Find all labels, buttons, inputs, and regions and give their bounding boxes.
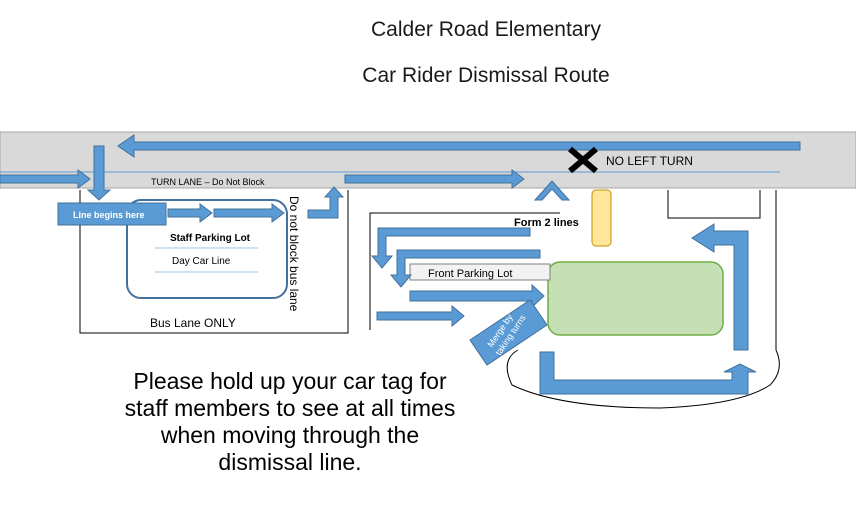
notice-line-4: dismissal line. xyxy=(218,449,362,475)
notice-line-2: staff members to see at all times xyxy=(124,395,456,421)
lane-arrow-1 xyxy=(370,227,531,269)
front-parking-box xyxy=(409,263,551,281)
merge-box xyxy=(469,299,548,366)
turn-lane-label: TURN LANE – Do Not Block xyxy=(151,177,265,187)
exit-up-arrow xyxy=(691,223,749,351)
bus-lane-boundary xyxy=(79,190,349,334)
notice-line-1: Please hold up your car tag for xyxy=(133,368,447,394)
loop-arrow xyxy=(539,351,757,395)
staff-lot-arrow-2 xyxy=(213,203,285,223)
bus-lane-label: Bus Lane ONLY xyxy=(150,316,236,330)
entrance-chevron xyxy=(533,180,571,201)
green-area xyxy=(547,261,724,336)
loop-boundary xyxy=(506,349,780,409)
no-left-turn-x-2 xyxy=(568,146,598,174)
staff-lot-arrow-1 xyxy=(167,203,213,223)
staff-parking-label: Staff Parking Lot xyxy=(170,233,251,244)
line-begins-label: Line begins here xyxy=(73,210,145,220)
form-two-lines-label: Form 2 lines xyxy=(514,217,579,229)
westbound-arrow xyxy=(117,134,801,158)
car-tag-notice: Please hold up your car tag for staff me… xyxy=(100,368,480,476)
line-begins-badge xyxy=(57,202,167,226)
school-name: Calder Road Elementary xyxy=(371,18,601,41)
front-parking-label: Front Parking Lot xyxy=(428,268,512,280)
no-left-turn-label: NO LEFT TURN xyxy=(606,154,693,168)
campus-boundary-right xyxy=(667,190,761,219)
staff-parking-lot xyxy=(126,199,288,299)
eastbound-arrow-left xyxy=(0,169,91,189)
eastbound-arrow-right xyxy=(344,169,525,189)
do-not-block-bus-lane-label: Do not block bus lane xyxy=(287,196,301,312)
yellow-post xyxy=(591,189,612,247)
lane-arrow-2 xyxy=(389,249,541,288)
merge-arrow-2 xyxy=(376,304,465,328)
turn-down-arrow xyxy=(86,145,112,201)
campus-boundary-left xyxy=(369,212,560,330)
day-car-line-label: Day Car Line xyxy=(172,256,231,267)
map-title: Car Rider Dismissal Route xyxy=(362,64,610,87)
notice-line-3: when moving through the xyxy=(160,422,420,448)
bus-exit-arrow xyxy=(307,186,345,219)
merge-arrow-1 xyxy=(409,283,545,309)
